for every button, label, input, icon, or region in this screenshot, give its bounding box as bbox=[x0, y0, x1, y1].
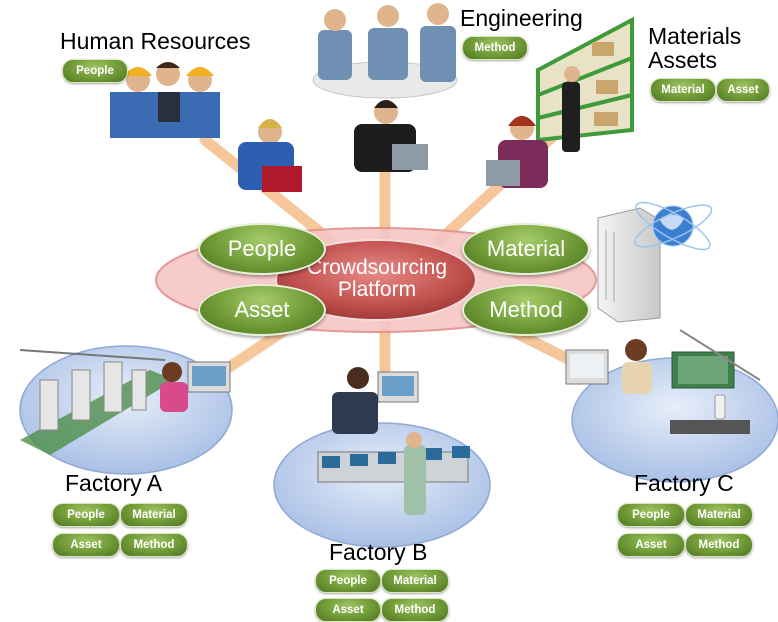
human-resources-people bbox=[110, 62, 220, 138]
factory-c-tag-method: Method bbox=[685, 533, 753, 557]
factory-b-tag-material: Material bbox=[381, 569, 449, 593]
factory-b-machines bbox=[317, 367, 470, 515]
factory-c-tag-asset: Asset bbox=[617, 533, 685, 557]
platform-line1: Crowdsourcing bbox=[306, 255, 448, 279]
platform-line2: Platform bbox=[337, 278, 417, 301]
factory-c-machines bbox=[565, 329, 761, 434]
factory-a-title: Factory A bbox=[65, 470, 163, 496]
factory-a-tag-asset: Asset bbox=[52, 533, 120, 557]
factory-b-title: Factory B bbox=[329, 539, 428, 565]
warehouse-shelves bbox=[536, 16, 634, 152]
factory-a-tag-people: People bbox=[52, 503, 120, 527]
server-icon bbox=[597, 207, 661, 323]
engineering-title: Engineering bbox=[460, 5, 583, 31]
hub-node-material: Material bbox=[462, 223, 590, 275]
factory-a-tag-material: Material bbox=[120, 503, 188, 527]
factory-b-tag-method: Method bbox=[381, 598, 449, 622]
hub-node-asset: Asset bbox=[198, 284, 326, 336]
factory-a-tag-method: Method bbox=[120, 533, 188, 557]
factory-b-tag-people: People bbox=[315, 569, 381, 593]
platform-core bbox=[275, 239, 477, 321]
materials-assets-title-line1: Materials bbox=[648, 23, 742, 49]
factory-c-tag-people: People bbox=[617, 503, 685, 527]
engineering-people bbox=[318, 3, 456, 82]
materials-tag-asset: Asset bbox=[716, 78, 770, 102]
materials-assets-title-line2: Assets bbox=[648, 47, 718, 73]
hub-node-method: Method bbox=[462, 284, 590, 336]
desk-workers bbox=[238, 100, 548, 192]
crowdsourcing-platform: Crowdsourcing Platform bbox=[278, 240, 476, 318]
human-resources-title: Human Resources bbox=[60, 28, 251, 54]
human-resources-tag-people: People bbox=[62, 59, 128, 83]
materials-tag-material: Material bbox=[650, 78, 716, 102]
factory-b-tag-asset: Asset bbox=[315, 598, 381, 622]
factory-a-machines bbox=[19, 349, 231, 455]
factory-c-tag-material: Material bbox=[685, 503, 753, 527]
factory-c-title: Factory C bbox=[634, 470, 734, 496]
factory-b-floor bbox=[273, 422, 491, 548]
hub-node-people: People bbox=[198, 223, 326, 275]
engineering-tag-method: Method bbox=[462, 36, 528, 60]
globe-icon bbox=[633, 201, 713, 251]
